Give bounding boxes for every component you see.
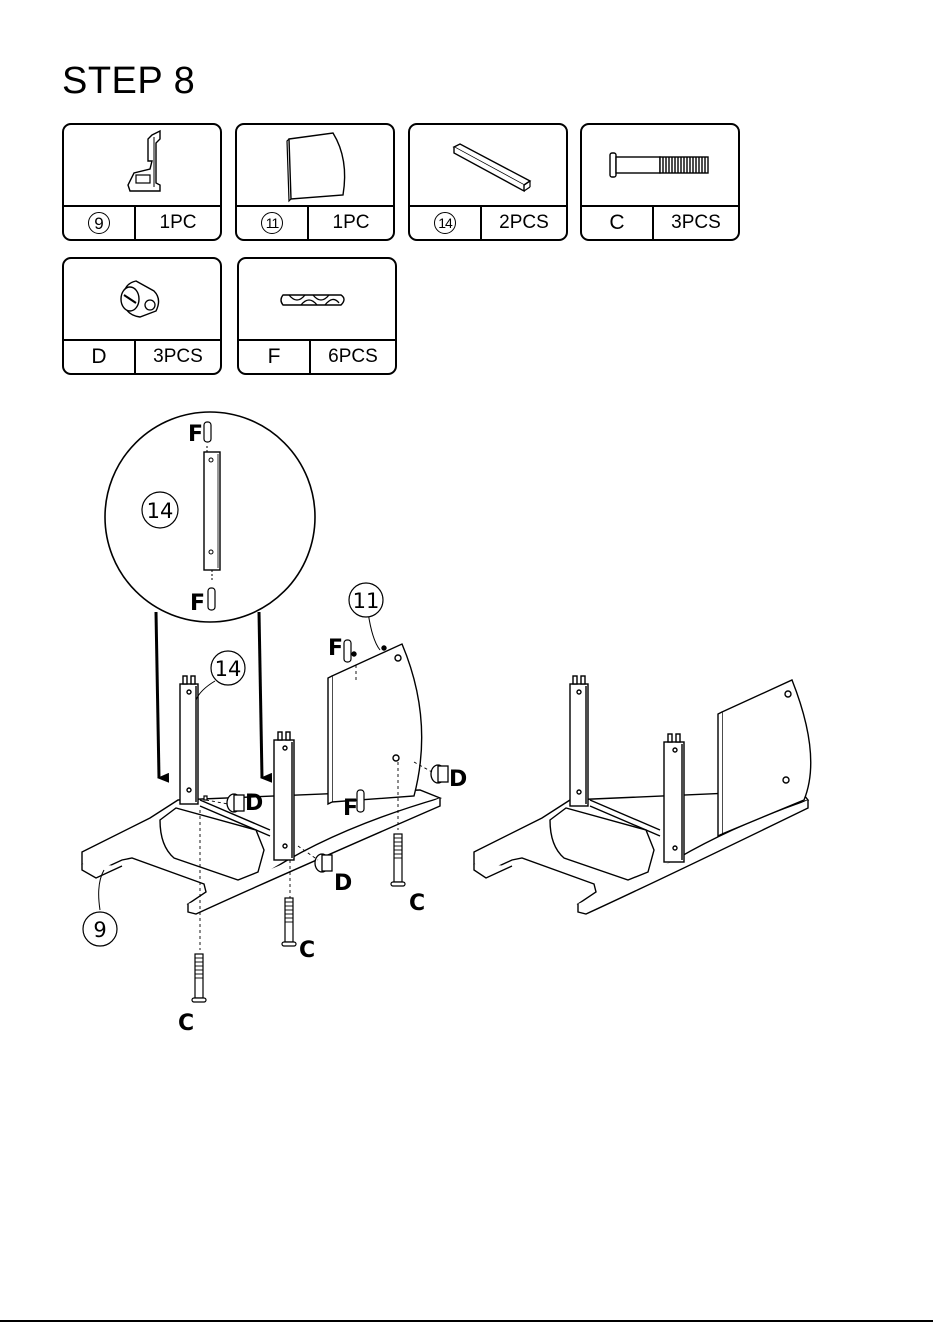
svg-text:14: 14 <box>215 657 242 681</box>
bolt-icon <box>582 125 738 207</box>
part-card-D: D 3PCS <box>62 257 222 375</box>
dowel-icon <box>239 259 395 341</box>
part-qty: 1PC <box>309 207 393 239</box>
label-d-mid: D <box>334 871 352 896</box>
svg-text:11: 11 <box>353 589 380 613</box>
callout-14-inset: 14 <box>142 492 178 528</box>
part-card-C: C 3PCS <box>580 123 740 241</box>
part-qty: 6PCS <box>311 341 395 373</box>
step-title: STEP 8 <box>62 62 195 100</box>
part-card-11: 11 1PC <box>235 123 395 241</box>
part-qty: 2PCS <box>482 207 566 239</box>
part-id: 14 <box>410 207 482 239</box>
post-14-left <box>180 676 198 804</box>
arrow-right <box>259 612 262 778</box>
part-card-14: 14 2PCS <box>408 123 568 241</box>
part-id: F <box>239 341 311 373</box>
rail-icon <box>410 125 566 207</box>
assembled-view <box>474 676 811 914</box>
label-d-left: D <box>245 791 263 816</box>
label-c-left: C <box>178 1011 194 1036</box>
barrel-nut-icon <box>64 259 220 341</box>
label-f-inset-top: F <box>188 422 203 447</box>
callout-14-post: 14 <box>211 651 245 685</box>
callout-11: 11 <box>349 583 383 617</box>
dowel-f-panel <box>344 640 351 662</box>
part-id: 11 <box>237 207 309 239</box>
dowel-top-detail <box>204 422 211 442</box>
dowel-bottom-detail <box>208 588 215 610</box>
callout-9: 9 <box>83 912 117 946</box>
side-frame-icon <box>64 125 220 207</box>
part-id: D <box>64 341 136 373</box>
part-card-9: 9 1PC <box>62 123 222 241</box>
part-qty: 3PCS <box>654 207 738 239</box>
part-id-label: 14 <box>434 212 456 234</box>
label-f-panel: F <box>328 636 343 661</box>
svg-text:9: 9 <box>93 918 106 942</box>
page-bottom-rule <box>0 1320 933 1322</box>
label-f-inset-bottom: F <box>190 591 205 616</box>
label-d-right: D <box>449 767 467 792</box>
dowel-f-lower <box>357 790 364 812</box>
label-c-mid: C <box>299 938 315 963</box>
label-c-right: C <box>409 891 425 916</box>
arrow-left <box>156 612 159 778</box>
part-id-label: 11 <box>261 212 283 234</box>
part-card-F: F 6PCS <box>237 257 397 375</box>
post-14-right <box>274 732 294 860</box>
curved-panel-icon <box>237 125 393 207</box>
part-qty: 1PC <box>136 207 220 239</box>
label-f-lower: F <box>343 796 358 821</box>
panel-11 <box>328 644 422 804</box>
assembly-diagram: 14 11 14 9 F F F F D D D C C C <box>0 390 933 1050</box>
svg-text:14: 14 <box>147 499 174 523</box>
part-id: C <box>582 207 654 239</box>
part-id-label: 9 <box>88 212 110 234</box>
part-id: 9 <box>64 207 136 239</box>
part-qty: 3PCS <box>136 341 220 373</box>
detail-inset <box>105 412 315 622</box>
